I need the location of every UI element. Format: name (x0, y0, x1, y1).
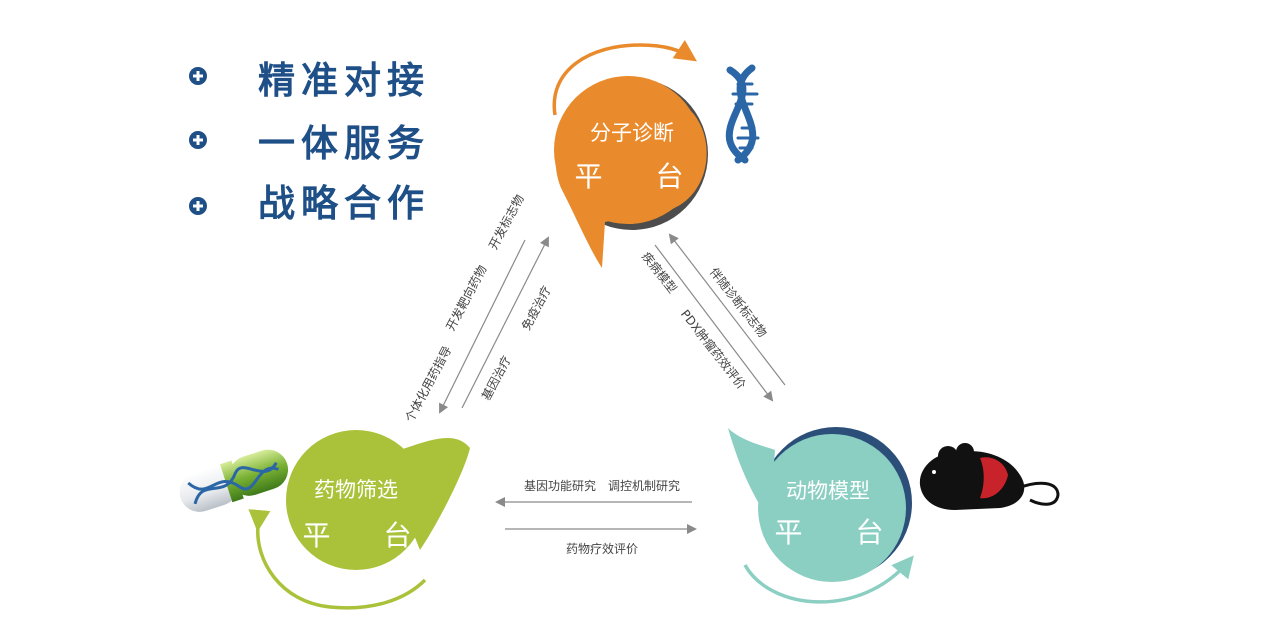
rel-right-inner-1: 疾病模型 (639, 249, 680, 296)
platform-molecular-title: 分子诊断 (590, 121, 674, 145)
slogan-3: 战略合作 (258, 182, 430, 225)
platform-animal: 动物模型 平 台 (728, 427, 912, 602)
slogan-2: 一体服务 (258, 122, 430, 165)
mouse-icon (920, 443, 1058, 510)
platform-screening-sub: 平 台 (303, 519, 434, 552)
rel-left-inner-1: 免疫治疗 (518, 283, 554, 332)
plus-circle-icon (189, 197, 207, 215)
slogan-list: 精准对接 一体服务 战略合作 (189, 59, 430, 225)
rel-bottom-bottom: 药物疗效评价 (566, 541, 638, 556)
rel-bottom-top: 基因功能研究 调控机制研究 (524, 478, 680, 493)
platform-animal-title: 动物模型 (786, 479, 870, 503)
rel-left-inner-2: 基因治疗 (479, 354, 514, 403)
platform-screening: 药物筛选 平 台 (258, 425, 470, 608)
rel-left-outer-2: 开发靶向药物 (443, 263, 490, 334)
rel-left-outer-1: 开发标志物 (485, 192, 526, 252)
relation-bottom: 基因功能研究 调控机制研究 药物疗效评价 (497, 478, 695, 556)
plus-circle-icon (189, 131, 207, 149)
capsule-icon (174, 444, 293, 517)
rel-right-inner-2: PDX肿瘤药效评价 (678, 307, 749, 392)
relation-left: 开发标志物 开发靶向药物 个体化用药指导 免疫治疗 基因治疗 (402, 192, 554, 425)
relation-right: 伴随诊断标志物 疾病模型 PDX肿瘤药效评价 (639, 235, 785, 400)
rel-left-outer-3: 个体化用药指导 (402, 343, 455, 424)
rel-right-outer: 伴随诊断标志物 (707, 265, 771, 340)
dna-icon (729, 68, 758, 160)
plus-circle-icon (189, 67, 207, 85)
slogan-1: 精准对接 (258, 59, 430, 102)
platform-molecular: 分子诊断 平 台 (554, 45, 708, 268)
platform-animal-sub: 平 台 (775, 516, 906, 549)
platform-screening-title: 药物筛选 (314, 478, 398, 502)
platform-molecular-sub: 平 台 (575, 160, 706, 193)
